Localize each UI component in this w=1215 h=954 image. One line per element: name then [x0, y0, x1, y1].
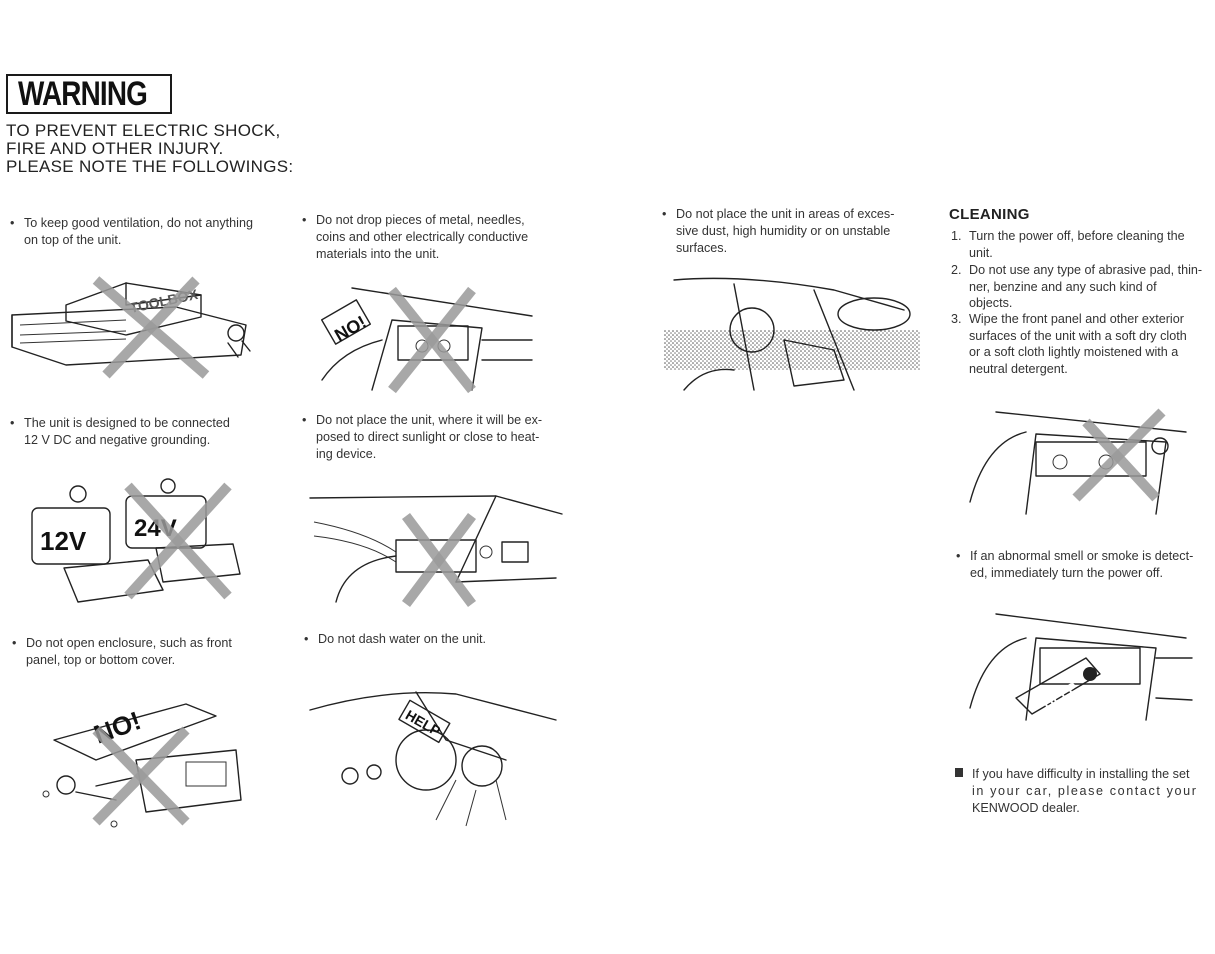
step-line: ner, benzine and any such kind of [969, 279, 1157, 294]
no-sign-label: NO! [90, 705, 145, 749]
bullet-ventilation: • To keep good ventilation, do not anyth… [10, 215, 253, 249]
bullet-line: 12 V DC and negative grounding. [24, 433, 211, 447]
bullet-enclosure: • Do not open enclosure, such as front p… [12, 635, 232, 669]
illustration-sunlight-dashboard [309, 495, 563, 607]
cleaning-step-2: 2. Do not use any type of abrasive pad, … [951, 262, 1203, 312]
note-line: KENWOOD dealer. [972, 801, 1080, 815]
note-line: If you have difficulty in installing the… [972, 767, 1190, 781]
illustration-open-enclosure: NO! [42, 703, 242, 828]
step-line: unit. [969, 245, 993, 260]
illustration-toolbox-on-unit: TOOLBOX [11, 276, 251, 379]
bullet-icon: • [302, 413, 307, 427]
bullet-line: ed, immediately turn the power off. [970, 566, 1163, 580]
bullet-icon: • [10, 416, 15, 430]
bullet-line: The unit is designed to be connected [24, 416, 230, 430]
bullet-water: • Do not dash water on the unit. [304, 631, 487, 648]
step-number: 3. [951, 312, 962, 326]
battery-12v-label: 12V [40, 526, 87, 556]
step-number: 1. [951, 229, 962, 243]
step-line: surfaces of the unit with a soft dry clo… [969, 328, 1187, 343]
bullet-icon: • [10, 216, 15, 230]
heading-line: FIRE AND OTHER INJURY. [6, 139, 224, 158]
bullet-line: Do not dash water on the unit. [318, 632, 487, 646]
help-sign-label: HELP [403, 707, 443, 740]
bullet-line: Do not place the unit, where it will be … [316, 413, 543, 427]
note-kenwood-dealer: If you have difficulty in installing the… [955, 766, 1198, 817]
no-sign-label: NO! [331, 312, 370, 346]
bullet-line: coins and other electrically conductive [316, 230, 529, 244]
bullet-smoke: • If an abnormal smell or smoke is detec… [956, 548, 1194, 582]
illustration-dashboard-metal: NO! [320, 286, 533, 394]
bullet-line: Do not open enclosure, such as front [26, 636, 232, 650]
step-line: neutral detergent. [969, 361, 1068, 376]
warning-box: WARNING [6, 74, 172, 114]
cleaning-step-3: 3. Wipe the front panel and other exteri… [951, 311, 1187, 377]
illustration-water-dashboard: HELP [309, 691, 557, 827]
heading-line: PLEASE NOTE THE FOLLOWINGS: [6, 157, 294, 176]
bullet-metal-pieces: • Do not drop pieces of metal, needles, … [302, 212, 529, 263]
bullet-line: ing device. [316, 447, 377, 461]
warning-label: WARNING [18, 75, 148, 113]
bullet-line: To keep good ventilation, do not anythin… [24, 216, 253, 230]
bullet-sunlight: • Do not place the unit, where it will b… [302, 412, 543, 463]
cleaning-step-1: 1. Turn the power off, before cleaning t… [951, 228, 1185, 261]
note-line: in your car, please contact your [972, 784, 1198, 798]
bullet-line: If an abnormal smell or smoke is detect- [970, 549, 1194, 563]
bullet-icon: • [662, 207, 667, 221]
step-line: Wipe the front panel and other exterior [969, 312, 1184, 326]
bullet-icon: • [304, 632, 309, 646]
step-line: or a soft cloth lightly moistened with a [969, 345, 1179, 359]
bullet-line: panel, top or bottom cover. [26, 653, 176, 667]
bullet-line: posed to direct sunlight or close to hea… [316, 430, 540, 444]
cleaning-title: CLEANING [949, 206, 1030, 223]
bullet-icon: • [302, 213, 307, 227]
illustration-cleaning-dashboard [969, 408, 1187, 515]
bullet-icon: • [956, 549, 961, 563]
bullet-line: Do not place the unit in areas of exces- [676, 207, 895, 221]
step-number: 2. [951, 263, 962, 277]
bullet-line: on top of the unit. [24, 233, 122, 247]
bullet-line: surfaces. [676, 241, 728, 255]
bullet-icon: • [12, 636, 17, 650]
bullet-line: sive dust, high humidity or on unstable [676, 224, 891, 238]
warning-heading: TO PREVENT ELECTRIC SHOCK, FIRE AND OTHE… [6, 122, 293, 176]
bullet-line: materials into the unit. [316, 247, 440, 261]
illustration-dusty-car [664, 277, 920, 391]
illustration-smoke-dashboard: HELP [969, 613, 1193, 721]
illustration-batteries: 12V 24V [31, 478, 241, 603]
bullet-12v-dc: • The unit is designed to be connected 1… [10, 415, 230, 449]
step-line: Do not use any type of abrasive pad, thi… [969, 263, 1203, 277]
bullet-line: Do not drop pieces of metal, needles, [316, 213, 525, 227]
step-line: objects. [969, 296, 1013, 310]
bullet-dust-humidity: • Do not place the unit in areas of exce… [662, 206, 895, 257]
square-bullet-icon [955, 768, 963, 777]
step-line: Turn the power off, before cleaning the [969, 229, 1185, 243]
heading-line: TO PREVENT ELECTRIC SHOCK, [6, 121, 281, 140]
